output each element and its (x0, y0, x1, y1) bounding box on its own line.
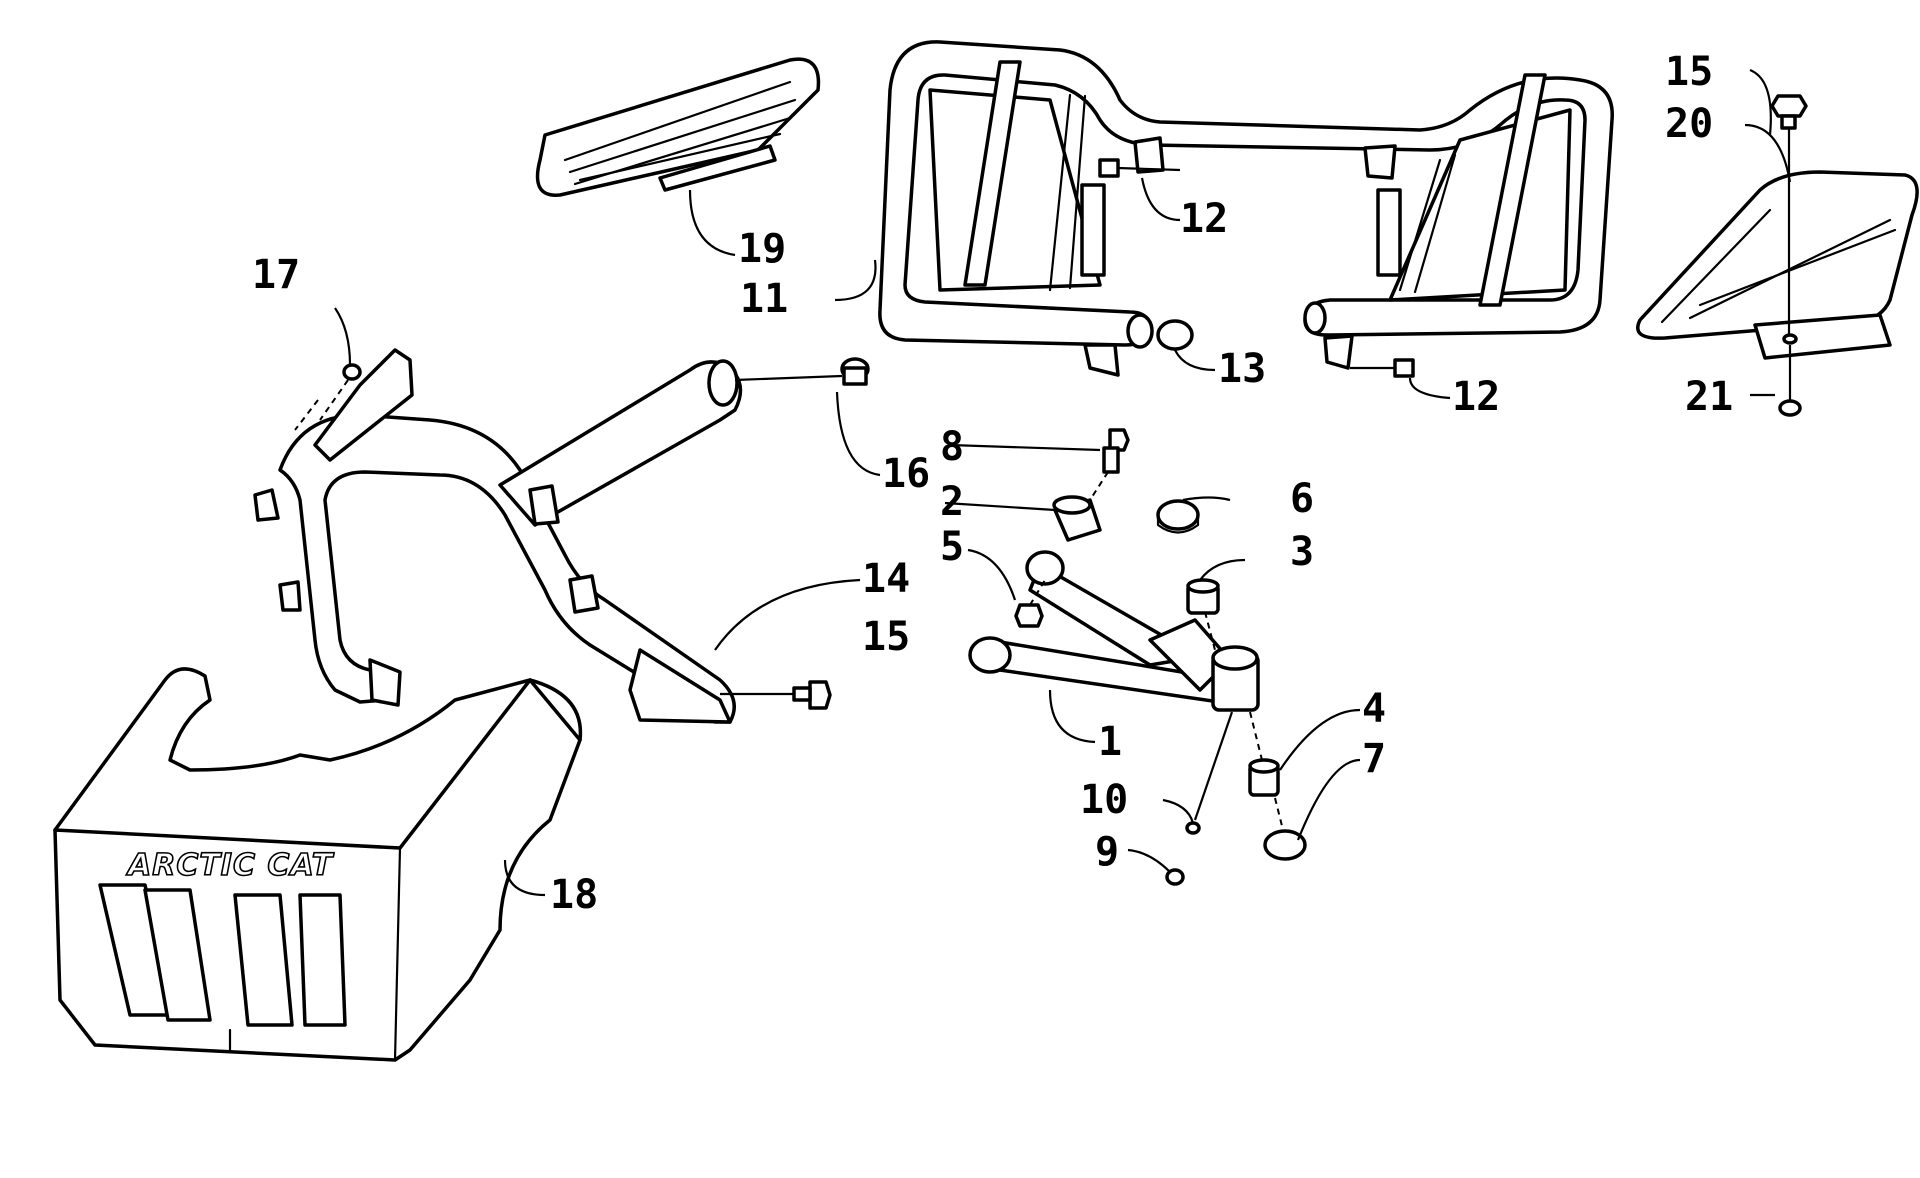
part-21-washer (1778, 345, 1802, 417)
callout-2: 2 (940, 479, 964, 525)
part-2-bushing (1052, 495, 1102, 542)
part-5-nut (1014, 579, 1046, 628)
callout-12-lower: 12 (1452, 374, 1500, 420)
callout-10: 10 (1080, 777, 1128, 823)
part-1-a-arm (968, 550, 1260, 821)
callout-13: 13 (1218, 346, 1266, 392)
part-4-bushing (1248, 711, 1280, 797)
part-16-plug (734, 357, 870, 386)
part-11-rack-frame (878, 40, 1614, 377)
callout-19: 19 (738, 226, 786, 272)
part-13-cap (1156, 319, 1194, 351)
callout-9: 9 (1095, 829, 1119, 875)
callout-17: 17 (252, 252, 300, 298)
callout-6: 6 (1290, 476, 1314, 522)
callout-7: 7 (1362, 736, 1386, 782)
part-15-bolt-left (720, 680, 832, 710)
part-14-bumper-frame (253, 348, 743, 724)
callout-1: 1 (1098, 719, 1122, 765)
part-17-screw (319, 363, 362, 421)
callout-14: 14 (862, 556, 910, 602)
callout-3: 3 (1290, 529, 1314, 575)
callout-16: 16 (882, 451, 930, 497)
callout-4: 4 (1362, 686, 1386, 732)
part-3-bushing (1186, 578, 1220, 651)
brand-logo: ARCTIC CAT (126, 848, 335, 883)
part-20-right-footrest (1636, 170, 1919, 360)
part-12-bolt-lower (1350, 358, 1415, 378)
part-10-fitting (1185, 821, 1201, 835)
callout-15-top: 15 (1665, 49, 1713, 95)
part-18-skid-plate: ARCTIC CAT (53, 667, 583, 1062)
callout-15-left: 15 (862, 614, 910, 660)
callout-5: 5 (940, 524, 964, 570)
part-9-cap (1165, 868, 1185, 886)
part-12-bolt-upper (1098, 158, 1181, 178)
callout-8: 8 (940, 424, 964, 470)
callout-20: 20 (1665, 101, 1713, 147)
part-7-cap (1263, 797, 1307, 861)
callout-18: 18 (550, 872, 598, 918)
part-6-cap (1156, 499, 1200, 534)
callout-12-upper: 12 (1180, 196, 1228, 242)
callout-11: 11 (740, 276, 788, 322)
part-19-left-footrest (535, 57, 821, 197)
callout-21: 21 (1685, 374, 1733, 420)
part-15-bolt-top (1770, 94, 1808, 335)
part-8-bolt (1089, 428, 1130, 501)
